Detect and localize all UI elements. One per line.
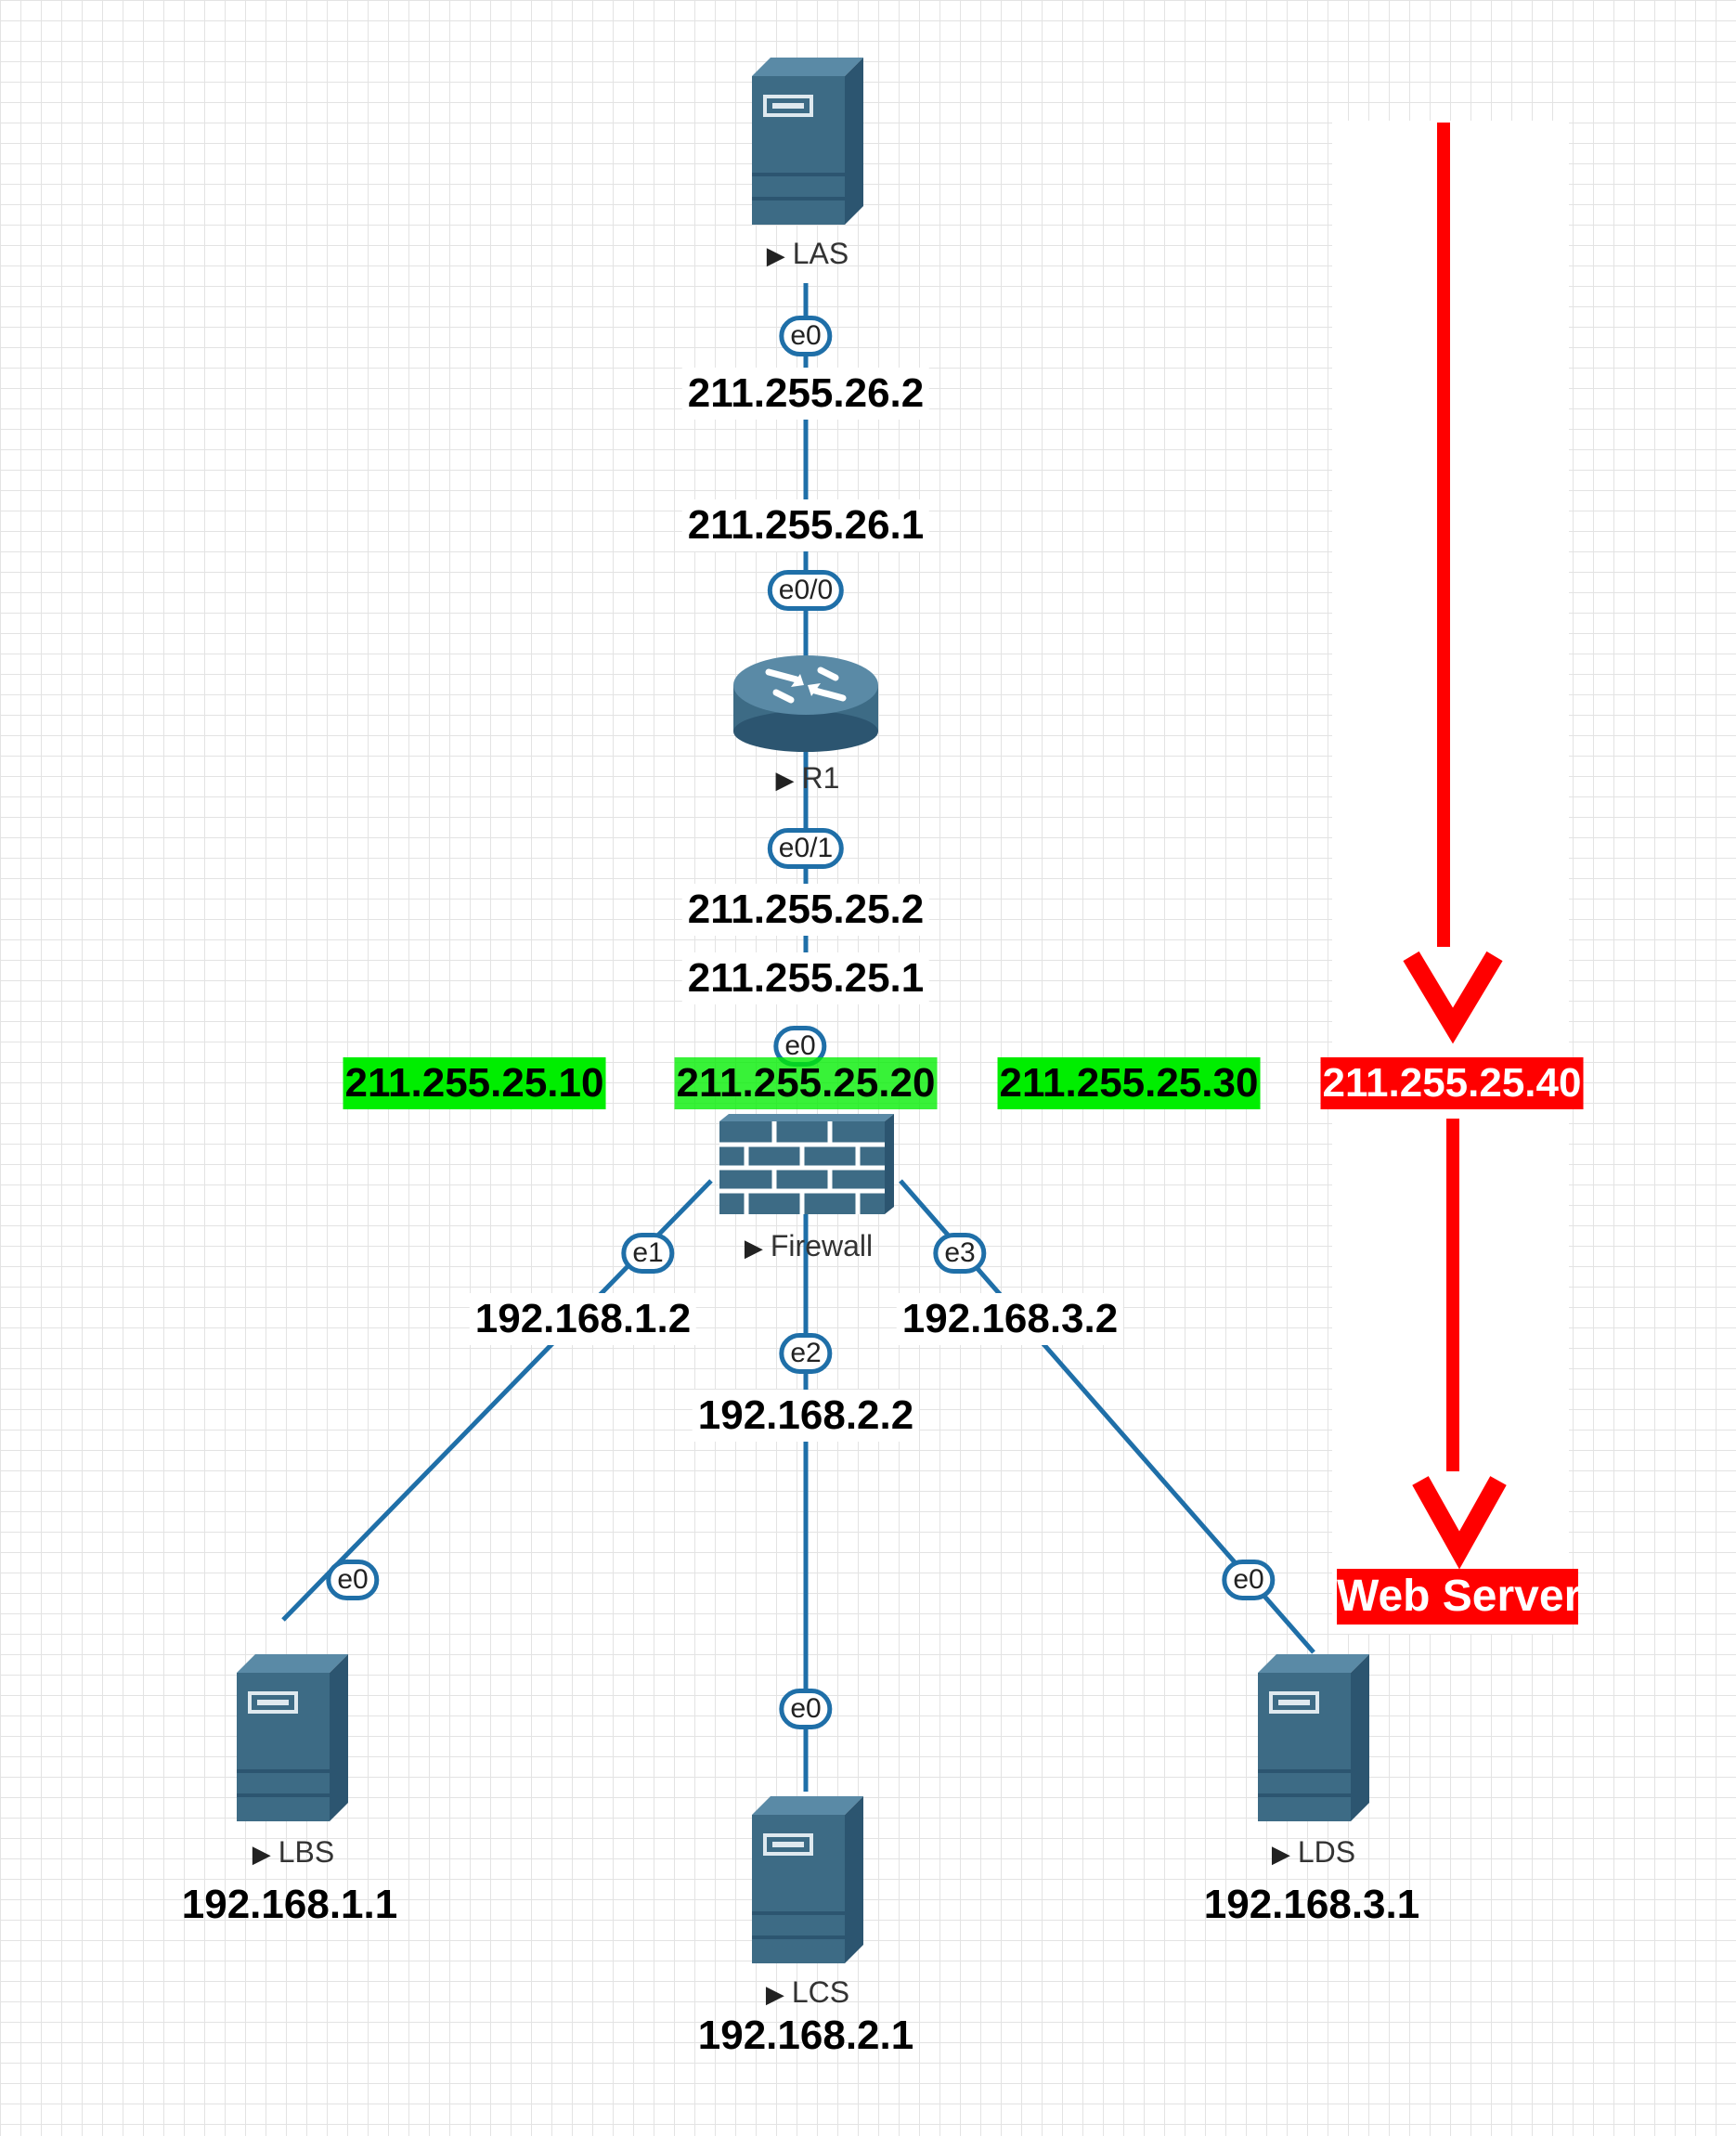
node-label-lcs: ▶LCS	[766, 1974, 849, 2013]
iface-las-e0[interactable]: e0	[779, 316, 833, 356]
public-ip-green-2: 211.255.25.20	[674, 1057, 938, 1109]
las-server-icon[interactable]	[750, 56, 865, 227]
play-icon: ▶	[765, 1980, 784, 2008]
public-ip-green-1: 211.255.25.10	[343, 1057, 606, 1109]
ip-fw-e0: 211.255.25.1	[681, 952, 930, 1004]
play-icon: ▶	[744, 1234, 763, 1262]
ip-fw-e2: 192.168.2.2	[692, 1390, 920, 1442]
node-name: LAS	[792, 237, 849, 270]
ip-las-e0: 211.255.26.2	[681, 368, 930, 420]
ip-lbs: 192.168.1.1	[181, 1882, 398, 1927]
public-ip-red: 211.255.25.40	[1320, 1057, 1584, 1109]
node-name: R1	[801, 761, 840, 795]
node-name: Firewall	[770, 1229, 874, 1262]
play-icon: ▶	[775, 766, 795, 794]
play-icon: ▶	[252, 1840, 271, 1868]
node-label-r1: ▶R1	[776, 759, 840, 798]
iface-fw-e3[interactable]: e3	[933, 1233, 987, 1274]
iface-r1-e0-0[interactable]: e0/0	[767, 570, 845, 611]
lcs-server-icon[interactable]	[750, 1794, 865, 1965]
node-name: LCS	[791, 1975, 850, 2009]
web-server-label: Web Server	[1337, 1569, 1581, 1625]
iface-lds-e0[interactable]: e0	[1222, 1560, 1276, 1600]
play-icon: ▶	[766, 241, 785, 269]
node-label-lbs: ▶LBS	[253, 1833, 334, 1872]
brick-firewall-icon[interactable]	[719, 1114, 894, 1214]
ip-fw-e3: 192.168.3.2	[896, 1293, 1124, 1345]
ip-lds: 192.168.3.1	[1203, 1882, 1420, 1927]
red-arrow-icon	[1403, 123, 1503, 1044]
red-arrow-icon	[1412, 1119, 1507, 1570]
iface-r1-e0-1[interactable]: e0/1	[767, 828, 845, 869]
node-label-las: ▶LAS	[767, 235, 849, 274]
iface-lbs-e0[interactable]: e0	[326, 1560, 380, 1600]
ip-r1-e0-0: 211.255.26.1	[681, 499, 930, 551]
router-icon[interactable]	[733, 655, 878, 752]
lbs-server-icon[interactable]	[235, 1652, 350, 1823]
iface-fw-e2[interactable]: e2	[779, 1333, 833, 1374]
node-label-lds: ▶LDS	[1272, 1833, 1355, 1872]
node-label-firewall: ▶Firewall	[745, 1227, 873, 1266]
lds-server-icon[interactable]	[1256, 1652, 1371, 1823]
iface-fw-e1[interactable]: e1	[621, 1233, 675, 1274]
iface-lcs-e0[interactable]: e0	[779, 1689, 833, 1729]
node-name: LDS	[1297, 1835, 1356, 1869]
ip-r1-e0-1: 211.255.25.2	[681, 884, 930, 936]
play-icon: ▶	[1271, 1840, 1290, 1868]
ip-lcs: 192.168.2.1	[697, 2013, 914, 2058]
node-name: LBS	[278, 1835, 335, 1869]
ip-fw-e1: 192.168.1.2	[469, 1293, 697, 1345]
public-ip-green-3: 211.255.25.30	[997, 1057, 1261, 1109]
